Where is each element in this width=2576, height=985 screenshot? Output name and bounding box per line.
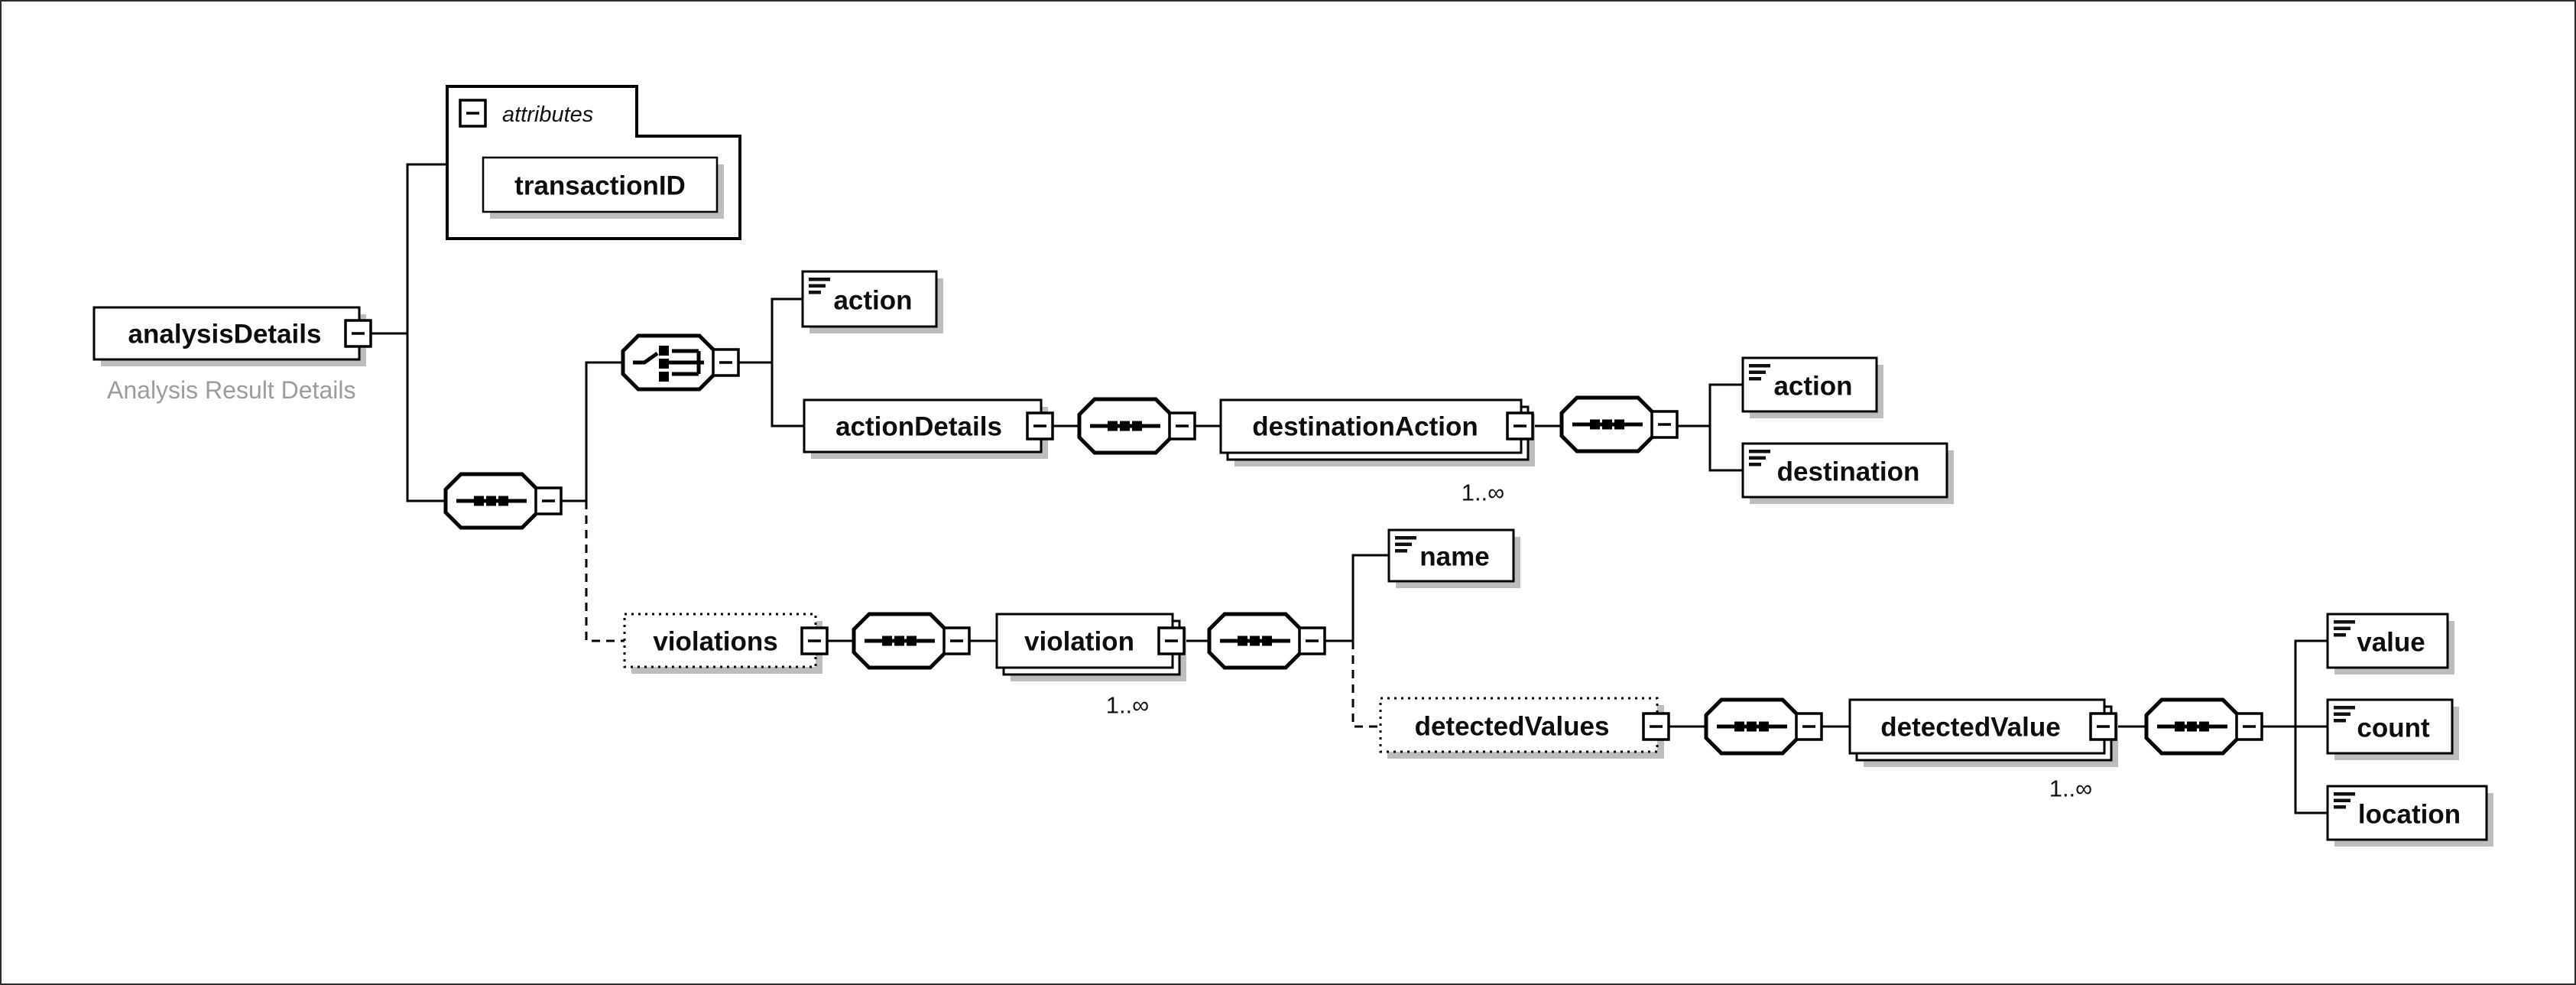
element-annotation: Analysis Result Details bbox=[107, 376, 355, 404]
sequence-icon-violation[interactable] bbox=[1209, 614, 1301, 668]
minus-icon-detectedvalues-sequence[interactable] bbox=[1795, 712, 1823, 741]
minus-icon-violations-sequence[interactable] bbox=[942, 626, 971, 655]
element-analysisdetails[interactable]: analysisDetails bbox=[92, 306, 366, 366]
element-location-selected[interactable]: location bbox=[2326, 785, 2493, 847]
minus-icon-actiondetails[interactable] bbox=[1026, 411, 1054, 440]
element-actiondetails[interactable]: actionDetails bbox=[803, 398, 1048, 459]
element-name[interactable]: name bbox=[1387, 528, 1520, 588]
connector-wires bbox=[371, 163, 2328, 814]
sequence-icon-detectedvalues[interactable] bbox=[1706, 700, 1798, 753]
minus-icon-analysisdetails[interactable] bbox=[344, 319, 372, 348]
element-destination[interactable]: destination bbox=[1741, 442, 1954, 504]
minus-icon-detectedvalue[interactable] bbox=[2089, 712, 2117, 741]
connector bbox=[585, 361, 623, 501]
element-label: detectedValue bbox=[1880, 713, 2060, 743]
element-value[interactable]: value bbox=[2326, 613, 2454, 675]
element-violation[interactable]: violation bbox=[995, 613, 1186, 681]
element-action-choice[interactable]: action bbox=[801, 270, 943, 333]
element-count[interactable]: count bbox=[2326, 698, 2459, 760]
connector bbox=[2294, 639, 2328, 814]
element-label: destination bbox=[1777, 457, 1920, 487]
sequence-icon-actiondetails[interactable] bbox=[1079, 399, 1171, 453]
element-destinationaction[interactable]: destinationAction bbox=[1219, 398, 1535, 466]
element-label: count bbox=[2357, 714, 2430, 743]
connector bbox=[1708, 383, 1743, 472]
element-label: violations bbox=[653, 627, 777, 657]
sequence-icon-violations[interactable] bbox=[854, 614, 946, 668]
element-label: violation bbox=[1024, 627, 1134, 657]
attribute-transactionid[interactable]: transactionID bbox=[482, 156, 724, 219]
element-label: action bbox=[1773, 372, 1852, 401]
minus-icon-violation[interactable] bbox=[1157, 626, 1186, 655]
element-label: detectedValues bbox=[1415, 712, 1610, 742]
element-label: action bbox=[833, 286, 912, 316]
minus-icon-detectedvalues[interactable] bbox=[1642, 712, 1670, 741]
element-label: name bbox=[1419, 542, 1489, 572]
element-detectedvalue[interactable]: detectedValue bbox=[1848, 698, 2118, 767]
attribute-label: transactionID bbox=[514, 171, 686, 201]
sequence-icon-destinationaction[interactable] bbox=[1562, 398, 1653, 451]
minus-icon-violations[interactable] bbox=[800, 626, 829, 655]
choice-icon[interactable] bbox=[623, 336, 715, 389]
connector bbox=[771, 297, 804, 427]
element-violations[interactable]: violations bbox=[623, 613, 822, 674]
connector-optional bbox=[585, 501, 625, 642]
minus-icon-actiondetails-sequence[interactable] bbox=[1168, 411, 1196, 440]
minus-icon-detectedvalue-sequence[interactable] bbox=[2235, 712, 2263, 741]
occurrence-label: 1..∞ bbox=[1462, 479, 1505, 506]
minus-icon-attributes[interactable] bbox=[459, 99, 487, 128]
element-label: value bbox=[2357, 628, 2425, 658]
sequence-icon-root[interactable] bbox=[446, 474, 537, 528]
element-action[interactable]: action bbox=[1741, 356, 1883, 418]
element-label: actionDetails bbox=[835, 412, 1002, 442]
connector bbox=[1351, 554, 1389, 641]
occurrence-label: 1..∞ bbox=[1106, 692, 1150, 719]
element-label: analysisDetails bbox=[128, 320, 322, 349]
minus-icon-destinationaction-sequence[interactable] bbox=[1650, 410, 1679, 439]
attributes-label: attributes bbox=[502, 102, 593, 127]
element-label: location bbox=[2358, 800, 2461, 830]
minus-icon-violation-sequence[interactable] bbox=[1298, 626, 1326, 655]
sequence-icon-detectedvalue[interactable] bbox=[2146, 700, 2238, 753]
connector-optional bbox=[1351, 641, 1380, 728]
minus-icon-choice[interactable] bbox=[712, 348, 740, 377]
connector bbox=[406, 163, 447, 502]
element-label: destinationAction bbox=[1252, 412, 1478, 442]
minus-icon-root-sequence[interactable] bbox=[534, 486, 563, 515]
occurrence-label: 1..∞ bbox=[2049, 775, 2093, 802]
element-detectedvalues[interactable]: detectedValues bbox=[1379, 697, 1664, 759]
minus-icon-destinationaction[interactable] bbox=[1506, 411, 1534, 440]
